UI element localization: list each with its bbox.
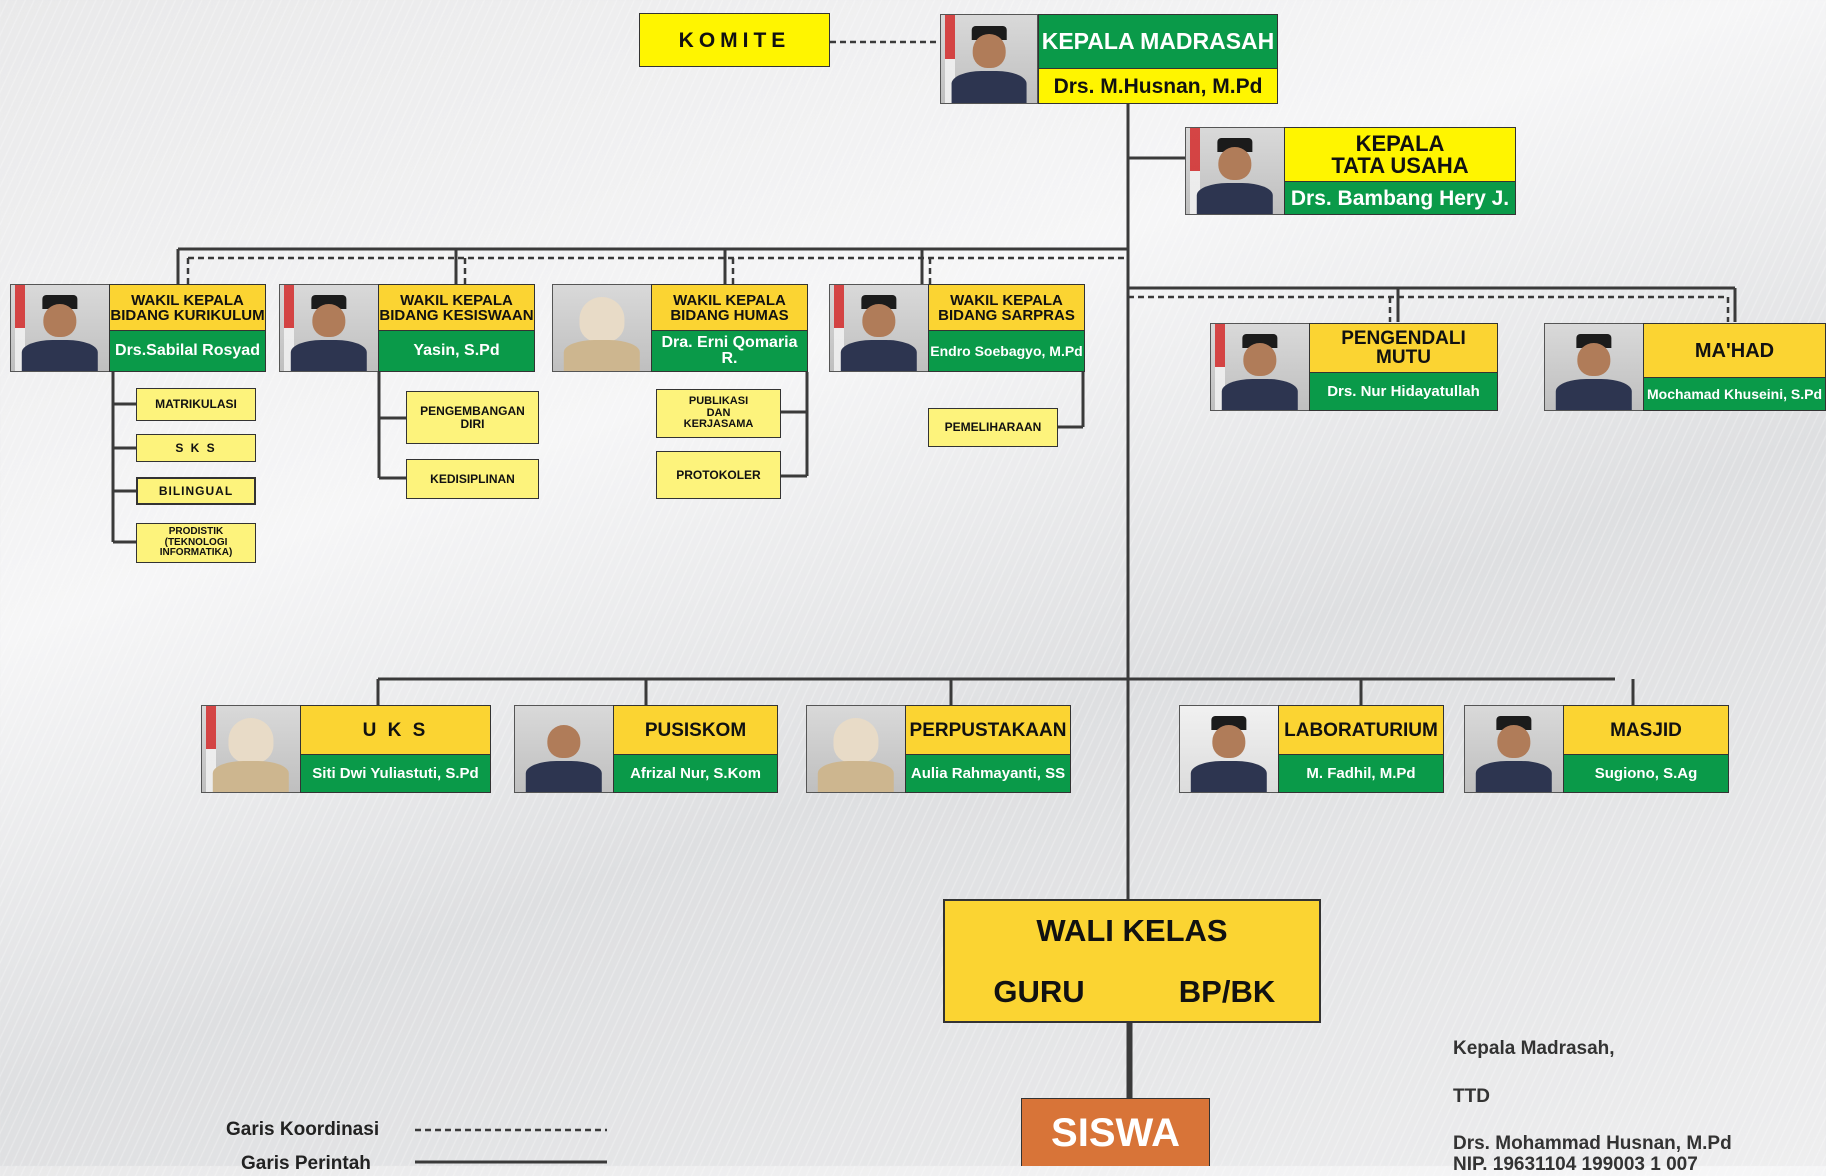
wakil-sarpras-photo: [829, 284, 929, 372]
wakil-kurikulum-title-2: BIDANG KURIKULUM: [110, 306, 265, 324]
siswa-box: SISWA: [1021, 1098, 1210, 1166]
unit-laboraturium-title: LABORATURIUM: [1284, 719, 1438, 741]
bpbk-label: BP/BK: [1178, 973, 1276, 1009]
komite-label: KOMITE: [678, 28, 791, 52]
sub-bilingual: BILINGUAL: [136, 477, 256, 505]
sub-prodistik-label: PRODISTIK (TEKNOLOGI INFORMATIKA): [159, 526, 233, 559]
sub-pengembangan-diri: PENGEMBANGAN DIRI: [406, 391, 539, 444]
signature-role: Kepala Madrasah,: [1453, 1038, 1615, 1059]
unit-masjid-name: Sugiono, S.Ag: [1594, 765, 1698, 782]
pengendali-mutu-node: PENGENDALI MUTU Drs. Nur Hidayatullah: [1210, 323, 1498, 411]
unit-uks-name: Siti Dwi Yuliastuti, S.Pd: [312, 765, 479, 782]
sub-kedisiplinan: KEDISIPLINAN: [406, 459, 539, 499]
unit-perpustakaan-photo: [806, 705, 906, 793]
signature-name: Drs. Mohammad Husnan, M.Pd: [1453, 1133, 1732, 1154]
komite-box: KOMITE: [639, 13, 830, 67]
kepala-photo: [940, 14, 1038, 104]
tu-title-2: TATA USAHA: [1331, 152, 1469, 178]
wali-kelas-box: WALI KELAS GURU BP/BK: [943, 899, 1321, 1023]
pengendali-mutu-photo: [1210, 323, 1310, 411]
kepala-title: KEPALA MADRASAH: [1041, 28, 1275, 54]
unit-pusiskom-name: Afrizal Nur, S.Kom: [630, 765, 761, 782]
siswa-label: SISWA: [1051, 1110, 1180, 1155]
wakil-kesiswaan-name: Yasin, S.Pd: [413, 342, 500, 359]
sub-pengembangan-diri-label: PENGEMBANGAN DIRI: [420, 403, 525, 431]
wakil-kurikulum-node: WAKIL KEPALA BIDANG KURIKULUM Drs.Sabila…: [10, 284, 266, 372]
wakil-sarpras-title-1: WAKIL KEPALA: [950, 291, 1063, 309]
unit-masjid-title: MASJID: [1610, 719, 1682, 741]
unit-laboraturium-name: M. Fadhil, M.Pd: [1306, 765, 1416, 782]
unit-pusiskom-node: PUSISKOM Afrizal Nur, S.Kom: [514, 705, 778, 793]
sub-sks-label: S K S: [175, 440, 217, 455]
guru-label: GURU: [993, 973, 1085, 1009]
sub-kedisiplinan-label: KEDISIPLINAN: [430, 471, 515, 486]
wakil-humas-name: Dra. Erni Qomaria R.: [661, 334, 798, 367]
unit-pusiskom-title: PUSISKOM: [644, 719, 747, 741]
wakil-kesiswaan-photo: [279, 284, 379, 372]
unit-perpustakaan-title: PERPUSTAKAAN: [909, 719, 1067, 741]
wakil-sarpras-node: WAKIL KEPALA BIDANG SARPRAS Endro Soebag…: [829, 284, 1085, 372]
mahad-node: MA'HAD Mochamad Khuseini, S.Pd: [1544, 323, 1826, 411]
wali-kelas-label: WALI KELAS: [1036, 912, 1228, 948]
wakil-kesiswaan-title-2: BIDANG KESISWAAN: [379, 306, 534, 324]
unit-uks-node: U K S Siti Dwi Yuliastuti, S.Pd: [201, 705, 491, 793]
pengendali-mutu-name: Drs. Nur Hidayatullah: [1327, 383, 1480, 400]
sub-sks: S K S: [136, 434, 256, 462]
mahad-name: Mochamad Khuseini, S.Pd: [1646, 386, 1823, 402]
unit-laboraturium-photo: [1179, 705, 1279, 793]
kepala-tu-node: KEPALA TATA USAHA Drs. Bambang Hery J.: [1185, 127, 1516, 215]
unit-pusiskom-photo: [514, 705, 614, 793]
sub-publikasi-label: PUBLIKASI DAN KERJASAMA: [683, 395, 754, 431]
wakil-humas-photo: [552, 284, 652, 372]
unit-perpustakaan-node: PERPUSTAKAAN Aulia Rahmayanti, SS: [806, 705, 1071, 793]
wakil-kurikulum-photo: [10, 284, 110, 372]
sub-matrikulasi-label: MATRIKULASI: [155, 397, 237, 412]
mahad-title: MA'HAD: [1694, 339, 1775, 362]
wakil-sarpras-title-2: BIDANG SARPRAS: [938, 306, 1075, 324]
tu-name: Drs. Bambang Hery J.: [1290, 186, 1510, 210]
sub-publikasi: PUBLIKASI DAN KERJASAMA: [656, 389, 781, 438]
wakil-sarpras-name: Endro Soebagyo, M.Pd: [930, 343, 1083, 359]
wakil-kesiswaan-node: WAKIL KEPALA BIDANG KESISWAAN Yasin, S.P…: [279, 284, 535, 372]
wakil-humas-node: WAKIL KEPALA BIDANG HUMAS Dra. Erni Qoma…: [552, 284, 808, 372]
unit-uks-title: U K S: [362, 719, 429, 741]
sub-matrikulasi: MATRIKULASI: [136, 388, 256, 421]
unit-uks-photo: [201, 705, 301, 793]
sub-pemeliharaan-label: PEMELIHARAAN: [944, 420, 1042, 435]
sub-protokoler-label: PROTOKOLER: [676, 467, 761, 482]
unit-perpustakaan-name: Aulia Rahmayanti, SS: [910, 765, 1066, 782]
sub-pemeliharaan: PEMELIHARAAN: [928, 408, 1058, 447]
kepala-name: Drs. M.Husnan, M.Pd: [1053, 74, 1263, 98]
wakil-humas-title-2: BIDANG HUMAS: [670, 306, 789, 324]
sub-bilingual-label: BILINGUAL: [158, 483, 234, 498]
pengendali-mutu-title-2: MUTU: [1376, 347, 1431, 368]
tu-photo: [1185, 127, 1285, 215]
wakil-kurikulum-name: Drs.Sabilal Rosyad: [115, 342, 260, 359]
wakil-kurikulum-title-1: WAKIL KEPALA: [131, 291, 244, 309]
unit-laboraturium-node: LABORATURIUM M. Fadhil, M.Pd: [1179, 705, 1444, 793]
sub-prodistik: PRODISTIK (TEKNOLOGI INFORMATIKA): [136, 523, 256, 563]
wakil-humas-title-1: WAKIL KEPALA: [673, 291, 786, 309]
legend-koordinasi: Garis Koordinasi: [226, 1119, 380, 1140]
signature-ttd: TTD: [1453, 1086, 1490, 1107]
sub-protokoler: PROTOKOLER: [656, 451, 781, 499]
kepala-madrasah-node: KEPALA MADRASAH Drs. M.Husnan, M.Pd: [940, 14, 1278, 104]
wakil-kesiswaan-title-1: WAKIL KEPALA: [400, 291, 513, 309]
pengendali-mutu-title-1: PENGENDALI: [1341, 328, 1466, 349]
tu-title-1: KEPALA: [1355, 130, 1445, 156]
mahad-photo: [1544, 323, 1644, 411]
unit-masjid-node: MASJID Sugiono, S.Ag: [1464, 705, 1729, 793]
unit-masjid-photo: [1464, 705, 1564, 793]
legend-perintah: Garis Perintah: [241, 1153, 371, 1174]
signature-nip: NIP. 19631104 199003 1 007: [1453, 1154, 1698, 1175]
